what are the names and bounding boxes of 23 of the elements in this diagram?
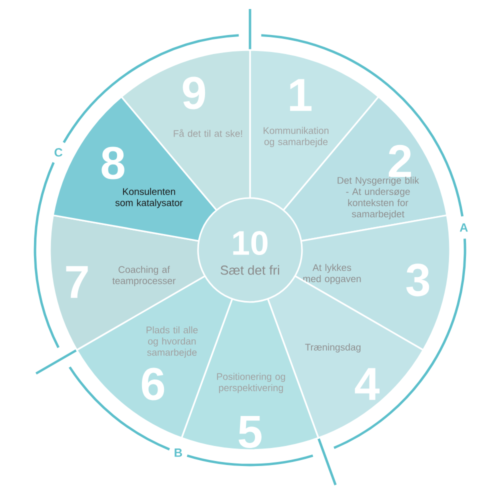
sector-label: Coaching af teamprocesser: [112, 266, 176, 286]
sector-label: Kommunikation og samarbejde: [264, 126, 328, 148]
sector-number: 4: [354, 368, 380, 400]
ring-letter: C: [54, 148, 62, 157]
sector-number: 2: [388, 144, 411, 178]
center-number: 10: [233, 230, 268, 256]
sector-number: 6: [142, 368, 164, 400]
sector-number: 1: [290, 79, 312, 111]
sector-label: Det Nysgerrige blik - At undersøge konteksten for samarbejdet: [338, 176, 420, 220]
sector-label: Få det til at ske!: [174, 129, 242, 137]
center-label: Sæt det fri: [220, 265, 280, 275]
sector-number: 9: [182, 76, 206, 110]
sector-number: 3: [406, 264, 430, 296]
ring-letter: A: [460, 223, 468, 232]
sector-number: 7: [66, 266, 88, 298]
sector-number: 8: [102, 146, 124, 180]
sector-label: Plads til alle og hvordan samarbejde: [146, 326, 198, 358]
ring-letter: B: [174, 448, 182, 457]
sector-label: Konsulenten som katalysator: [115, 188, 183, 208]
sector-number: 5: [238, 416, 262, 448]
sector-label: Positionering og perspektivering: [217, 372, 286, 394]
sector-label: At lykkes med opgaven: [303, 264, 361, 284]
sector-label: Træningsdag: [305, 344, 360, 352]
